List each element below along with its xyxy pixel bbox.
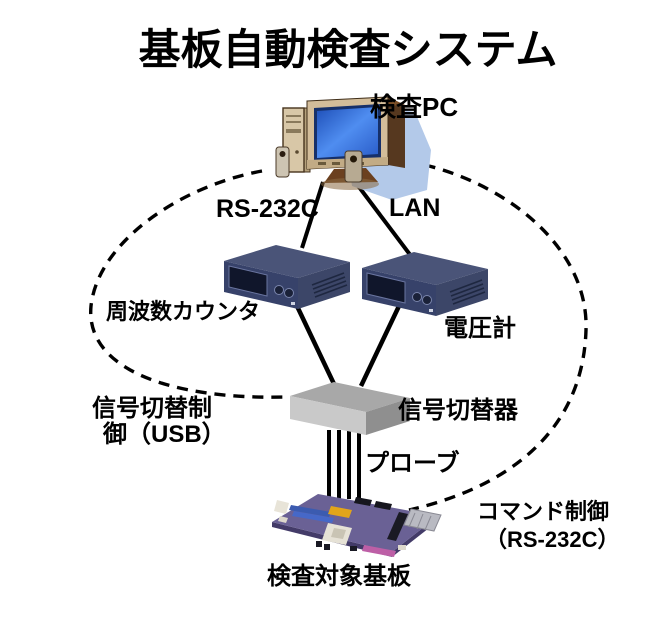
connection-lines: [294, 181, 413, 387]
pink-slot: [362, 545, 396, 557]
probe-label: プローブ: [365, 449, 460, 477]
rs232c-label: RS-232C: [216, 195, 319, 223]
instrument-knob: [422, 295, 432, 305]
page-title: 基板自動検査システム: [139, 26, 558, 73]
instrument-knob: [412, 292, 422, 302]
ram-slot: [289, 505, 331, 517]
yellow-chip: [328, 506, 352, 518]
command-control-label-line2: （RS-232C）: [485, 527, 619, 552]
pc-to-counter-line: [300, 181, 325, 249]
pc-label: 検査PC: [370, 92, 458, 122]
vent-slits: [449, 279, 486, 305]
voltmeter-label: 電圧計: [444, 314, 516, 342]
lan-label: LAN: [389, 194, 440, 222]
speaker-icon: [275, 146, 290, 178]
usb-control-label-line1: 信号切替制: [92, 394, 212, 422]
black-connector: [354, 497, 372, 506]
ram-slot: [292, 511, 334, 523]
instrument-display: [228, 265, 268, 297]
inspection-pc-illustration: [275, 96, 431, 200]
frequency-counter-illustration: [224, 245, 350, 309]
command-control-dashed-curve: [405, 159, 588, 512]
freq-counter-label: 周波数カウンタ: [106, 299, 260, 324]
switcher-label: 信号切替器: [398, 396, 519, 424]
instrument-knob: [284, 288, 294, 298]
instrument-display: [366, 272, 406, 304]
vent-slits: [311, 272, 348, 298]
counter-to-switcher-line: [294, 305, 337, 385]
usb-control-label-line2: 御（USB）: [102, 421, 226, 448]
screen: [317, 107, 378, 158]
black-connector: [374, 501, 392, 510]
board-label: 検査対象基板: [267, 562, 412, 590]
target-board-illustration: [272, 494, 442, 557]
expansion-slot: [387, 512, 408, 541]
board-connector-white: [274, 500, 289, 514]
probe-lines: [327, 430, 361, 501]
heatsink: [403, 508, 442, 532]
signal-switcher-illustration: [290, 382, 410, 435]
instrument-knob: [274, 285, 284, 295]
voltmeter-illustration: [362, 252, 488, 316]
command-control-label-line1: コマンド制御: [477, 499, 609, 524]
pc-to-voltmeter-line: [354, 181, 413, 258]
voltmeter-to-switcher-line: [358, 305, 402, 387]
speaker-icon: [344, 150, 363, 183]
usb-control-dashed-curve: [89, 169, 288, 399]
